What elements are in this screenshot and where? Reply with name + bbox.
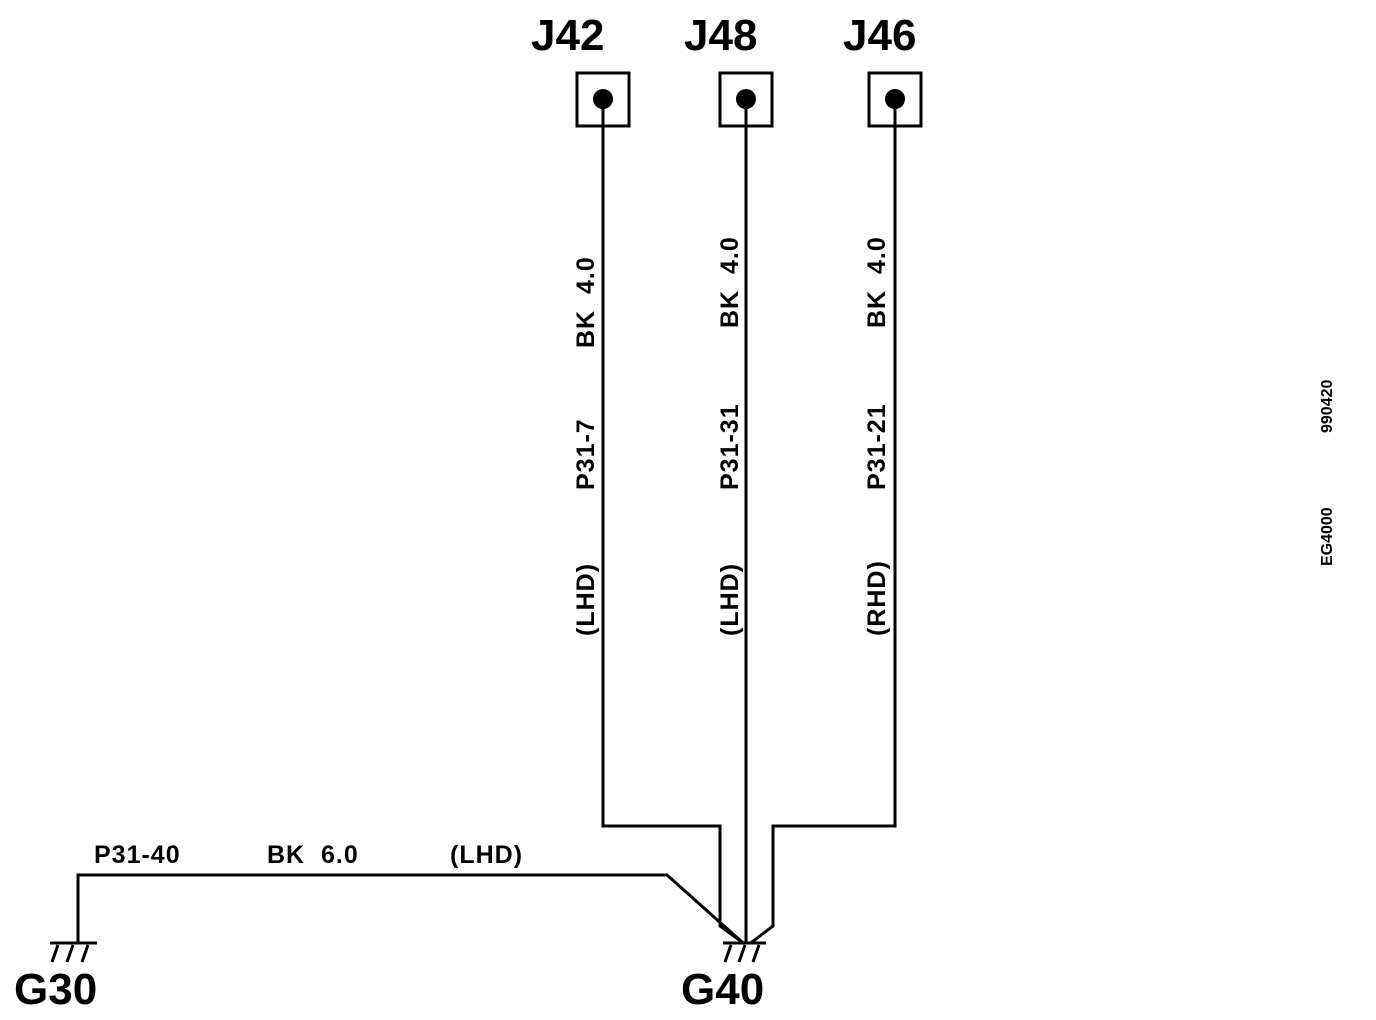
drawing-code: EG4000 — [1319, 507, 1336, 566]
ground-symbol-g40 — [723, 941, 766, 963]
wire-label-j46-group: (RHD) P31-21 BK 4.0 — [863, 236, 891, 636]
drawing-date: 990420 — [1319, 380, 1336, 433]
wire-circuit-j48: P31-31 — [716, 403, 744, 490]
wire-label-j42-group: (LHD) P31-7 BK 4.0 — [572, 256, 600, 636]
ground-label-g30: G30 — [14, 965, 97, 1014]
wire-variant-j42: (LHD) — [572, 563, 600, 636]
wire-variant-j48: (LHD) — [716, 563, 744, 636]
wire-j46 — [749, 97, 897, 945]
connector-label-j46: J46 — [843, 11, 916, 60]
ground-label-g40: G40 — [681, 965, 764, 1014]
wire-spec-g30: BK 6.0 — [267, 841, 359, 869]
wire-variant-j46: (RHD) — [863, 560, 891, 636]
wire-label-j48-group: (LHD) P31-31 BK 4.0 — [716, 236, 744, 636]
wire-circuit-g30: P31-40 — [94, 841, 181, 869]
drawing-reference: EG4000 990420 — [1319, 380, 1336, 566]
wire-spec-j48: BK 4.0 — [716, 236, 744, 328]
wire-g30-g40 — [76, 873, 745, 945]
wire-variant-g30: (LHD) — [450, 841, 523, 869]
wire-j42 — [601, 97, 745, 945]
connector-label-j42: J42 — [531, 11, 604, 60]
ground-symbol-g30 — [50, 941, 97, 963]
connector-label-j48: J48 — [684, 11, 757, 60]
wire-spec-j46: BK 4.0 — [863, 236, 891, 328]
wire-circuit-j46: P31-21 — [863, 403, 891, 490]
wire-circuit-j42: P31-7 — [572, 418, 600, 490]
wire-spec-j42: BK 4.0 — [572, 256, 600, 348]
